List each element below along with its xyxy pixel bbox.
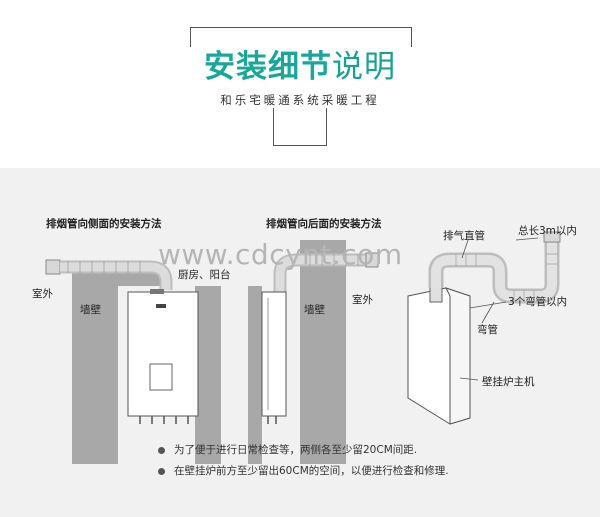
left-boiler-display — [149, 363, 173, 391]
left-wall-label: 墙壁 — [80, 304, 101, 316]
title-frame-bottom — [273, 108, 327, 146]
left-pipe-end — [45, 259, 61, 275]
elbow-label: 弯管 — [477, 324, 498, 336]
bullet-icon — [158, 467, 165, 475]
middle-wall — [300, 240, 346, 464]
note-item: 在壁挂炉前方至少留出60CM的空间，以便进行检查和修理. — [158, 464, 449, 478]
note-item: 为了便于进行日常检查等，两侧各至少留20CM间距. — [158, 443, 449, 457]
exhaust-pipe-label: 排气直管 — [443, 230, 485, 242]
elbow-count-label: 3个弯管以内 — [508, 296, 568, 308]
middle-wall-left — [248, 286, 262, 464]
title-frame-top — [190, 27, 412, 47]
side-exhaust-diagram — [45, 259, 221, 464]
rear-exhaust-diagram — [248, 240, 379, 464]
middle-outdoor-label: 室外 — [352, 294, 373, 306]
installation-notes: 为了便于进行日常检查等，两侧各至少留20CM间距. 在壁挂炉前方至少留出60CM… — [158, 443, 449, 485]
left-outdoor-label: 室外 — [32, 288, 53, 300]
header: 安装细节说明 和乐宅暖通系统采暖工程 — [0, 0, 600, 168]
right-pipe-cap — [543, 231, 561, 243]
left-boiler — [127, 291, 199, 417]
kitchen-balcony-label: 厨房、阳台 — [178, 269, 231, 281]
note-text: 为了便于进行日常检查等，两侧各至少留20CM间距. — [174, 444, 418, 456]
boiler-pipe-diagram — [407, 231, 561, 425]
middle-boiler — [261, 291, 287, 417]
left-wall — [72, 286, 118, 464]
installation-diagrams — [45, 231, 561, 464]
title-strong: 安装细节 — [204, 49, 332, 85]
title-light: 说明 — [332, 49, 396, 85]
watermark: www.cdcynt.com — [158, 238, 403, 271]
middle-wall-label: 墙壁 — [304, 304, 325, 316]
page-title: 安装细节说明 — [0, 47, 600, 87]
left-wall-right — [195, 286, 221, 464]
total-length-label: 总长3m以内 — [518, 225, 577, 237]
boiler-unit-label: 壁挂炉主机 — [482, 376, 535, 388]
bullet-icon — [158, 446, 165, 454]
installation-panel: 排烟管向侧面的安装方法 室外 墙壁 厨房、阳台 排烟管向后面的安装方法 墙壁 室… — [0, 168, 600, 517]
note-text: 在壁挂炉前方至少留出60CM的空间，以便进行检查和修理. — [174, 465, 449, 477]
rear-method-caption: 排烟管向后面的安装方法 — [266, 218, 382, 230]
page-subtitle: 和乐宅暖通系统采暖工程 — [220, 93, 380, 107]
right-exhaust-pipe — [428, 242, 560, 304]
side-method-caption: 排烟管向侧面的安装方法 — [46, 218, 162, 230]
